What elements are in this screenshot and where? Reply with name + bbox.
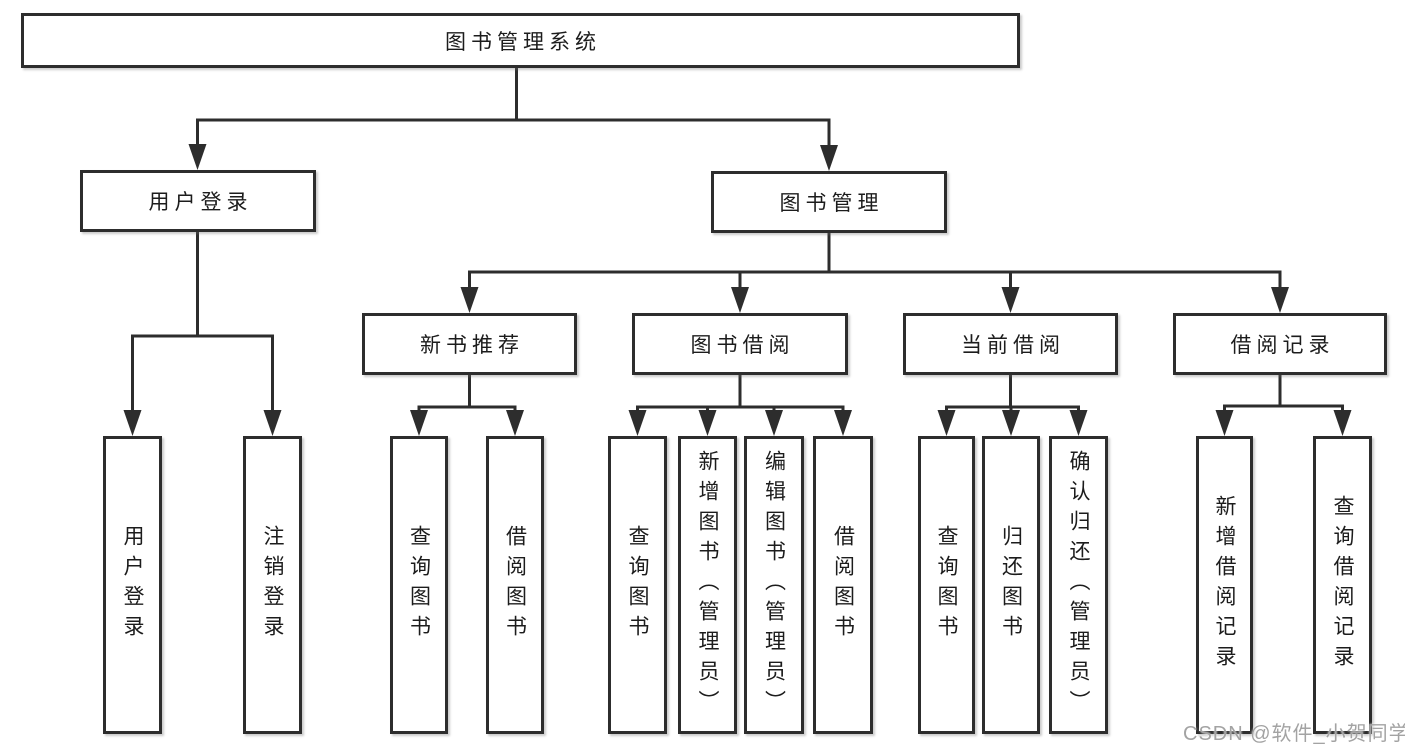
leaf-add-borrow-record: 新增借阅记录 xyxy=(1196,436,1253,734)
leaf-borrow-books-recommend: 借阅图书 xyxy=(486,436,544,734)
arrow-icon xyxy=(1215,410,1234,436)
leaf-label: 借阅图书 xyxy=(503,525,527,645)
leaf-user-login: 用户登录 xyxy=(103,436,162,734)
node-book-management: 图书管理 xyxy=(711,171,947,233)
leaf-label: 查询借阅记录 xyxy=(1331,495,1354,675)
leaf-query-borrow-record: 查询借阅记录 xyxy=(1313,436,1372,734)
arrow-icon xyxy=(188,144,207,170)
arrowheads xyxy=(123,144,1352,436)
leaf-query-books-borrow: 查询图书 xyxy=(608,436,667,734)
arrow-icon xyxy=(123,410,142,436)
leaf-label: 注销登录 xyxy=(261,525,284,645)
node-borrowing-records: 借阅记录 xyxy=(1173,313,1387,375)
leaf-add-books-admin: 新增图书（管理员） xyxy=(678,436,737,734)
arrow-icon xyxy=(731,287,749,313)
arrow-icon xyxy=(1333,410,1352,436)
arrow-icon xyxy=(820,145,838,171)
arrow-icon xyxy=(1271,287,1289,313)
arrow-icon xyxy=(1069,410,1088,436)
arrow-icon xyxy=(765,410,783,436)
leaf-label: 查询图书 xyxy=(626,525,649,645)
leaf-edit-books-admin: 编辑图书（管理员） xyxy=(744,436,804,734)
leaf-label: 新增借阅记录 xyxy=(1213,495,1236,675)
leaf-label: 查询图书 xyxy=(935,525,958,645)
leaf-confirm-return-admin: 确认归还（管理员） xyxy=(1049,436,1108,734)
leaf-label: 编辑图书（管理员） xyxy=(762,450,786,720)
arrow-icon xyxy=(460,287,479,313)
leaf-borrow-books: 借阅图书 xyxy=(813,436,873,734)
node-new-book-recommendation: 新书推荐 xyxy=(362,313,577,375)
leaf-label: 新增图书（管理员） xyxy=(696,450,719,720)
connector-user-login xyxy=(131,230,274,418)
connector-borrow-records xyxy=(1223,373,1344,418)
arrow-icon xyxy=(834,410,852,436)
arrow-icon xyxy=(1001,287,1020,313)
arrow-icon xyxy=(1002,410,1020,436)
node-book-borrowing: 图书借阅 xyxy=(632,313,848,375)
connector-book-borrow xyxy=(636,373,845,418)
leaf-label: 用户登录 xyxy=(121,525,144,645)
leaf-return-books: 归还图书 xyxy=(982,436,1040,734)
leaf-query-books-recommend: 查询图书 xyxy=(390,436,448,734)
watermark: CSDN @软件_小贺同学 xyxy=(1183,723,1405,745)
node-current-borrowing: 当前借阅 xyxy=(903,313,1118,375)
node-user-login: 用户登录 xyxy=(80,170,316,232)
leaf-label: 归还图书 xyxy=(999,525,1023,645)
connector-book-management xyxy=(468,231,1282,297)
leaf-query-books-current: 查询图书 xyxy=(918,436,975,734)
leaf-label: 查询图书 xyxy=(407,525,431,645)
leaf-logout: 注销登录 xyxy=(243,436,302,734)
leaf-label: 确认归还（管理员） xyxy=(1067,450,1090,720)
arrow-icon xyxy=(506,410,524,436)
arrow-icon xyxy=(263,410,282,436)
node-book-management-system: 图书管理系统 xyxy=(21,13,1020,68)
arrow-icon xyxy=(937,410,956,436)
arrow-icon xyxy=(410,410,428,436)
connector-root xyxy=(196,66,831,153)
connector-new-book xyxy=(417,373,517,418)
leaf-label: 借阅图书 xyxy=(831,525,855,645)
arrow-icon xyxy=(628,410,647,436)
connector-current-borrow xyxy=(945,373,1080,418)
arrow-icon xyxy=(698,410,717,436)
